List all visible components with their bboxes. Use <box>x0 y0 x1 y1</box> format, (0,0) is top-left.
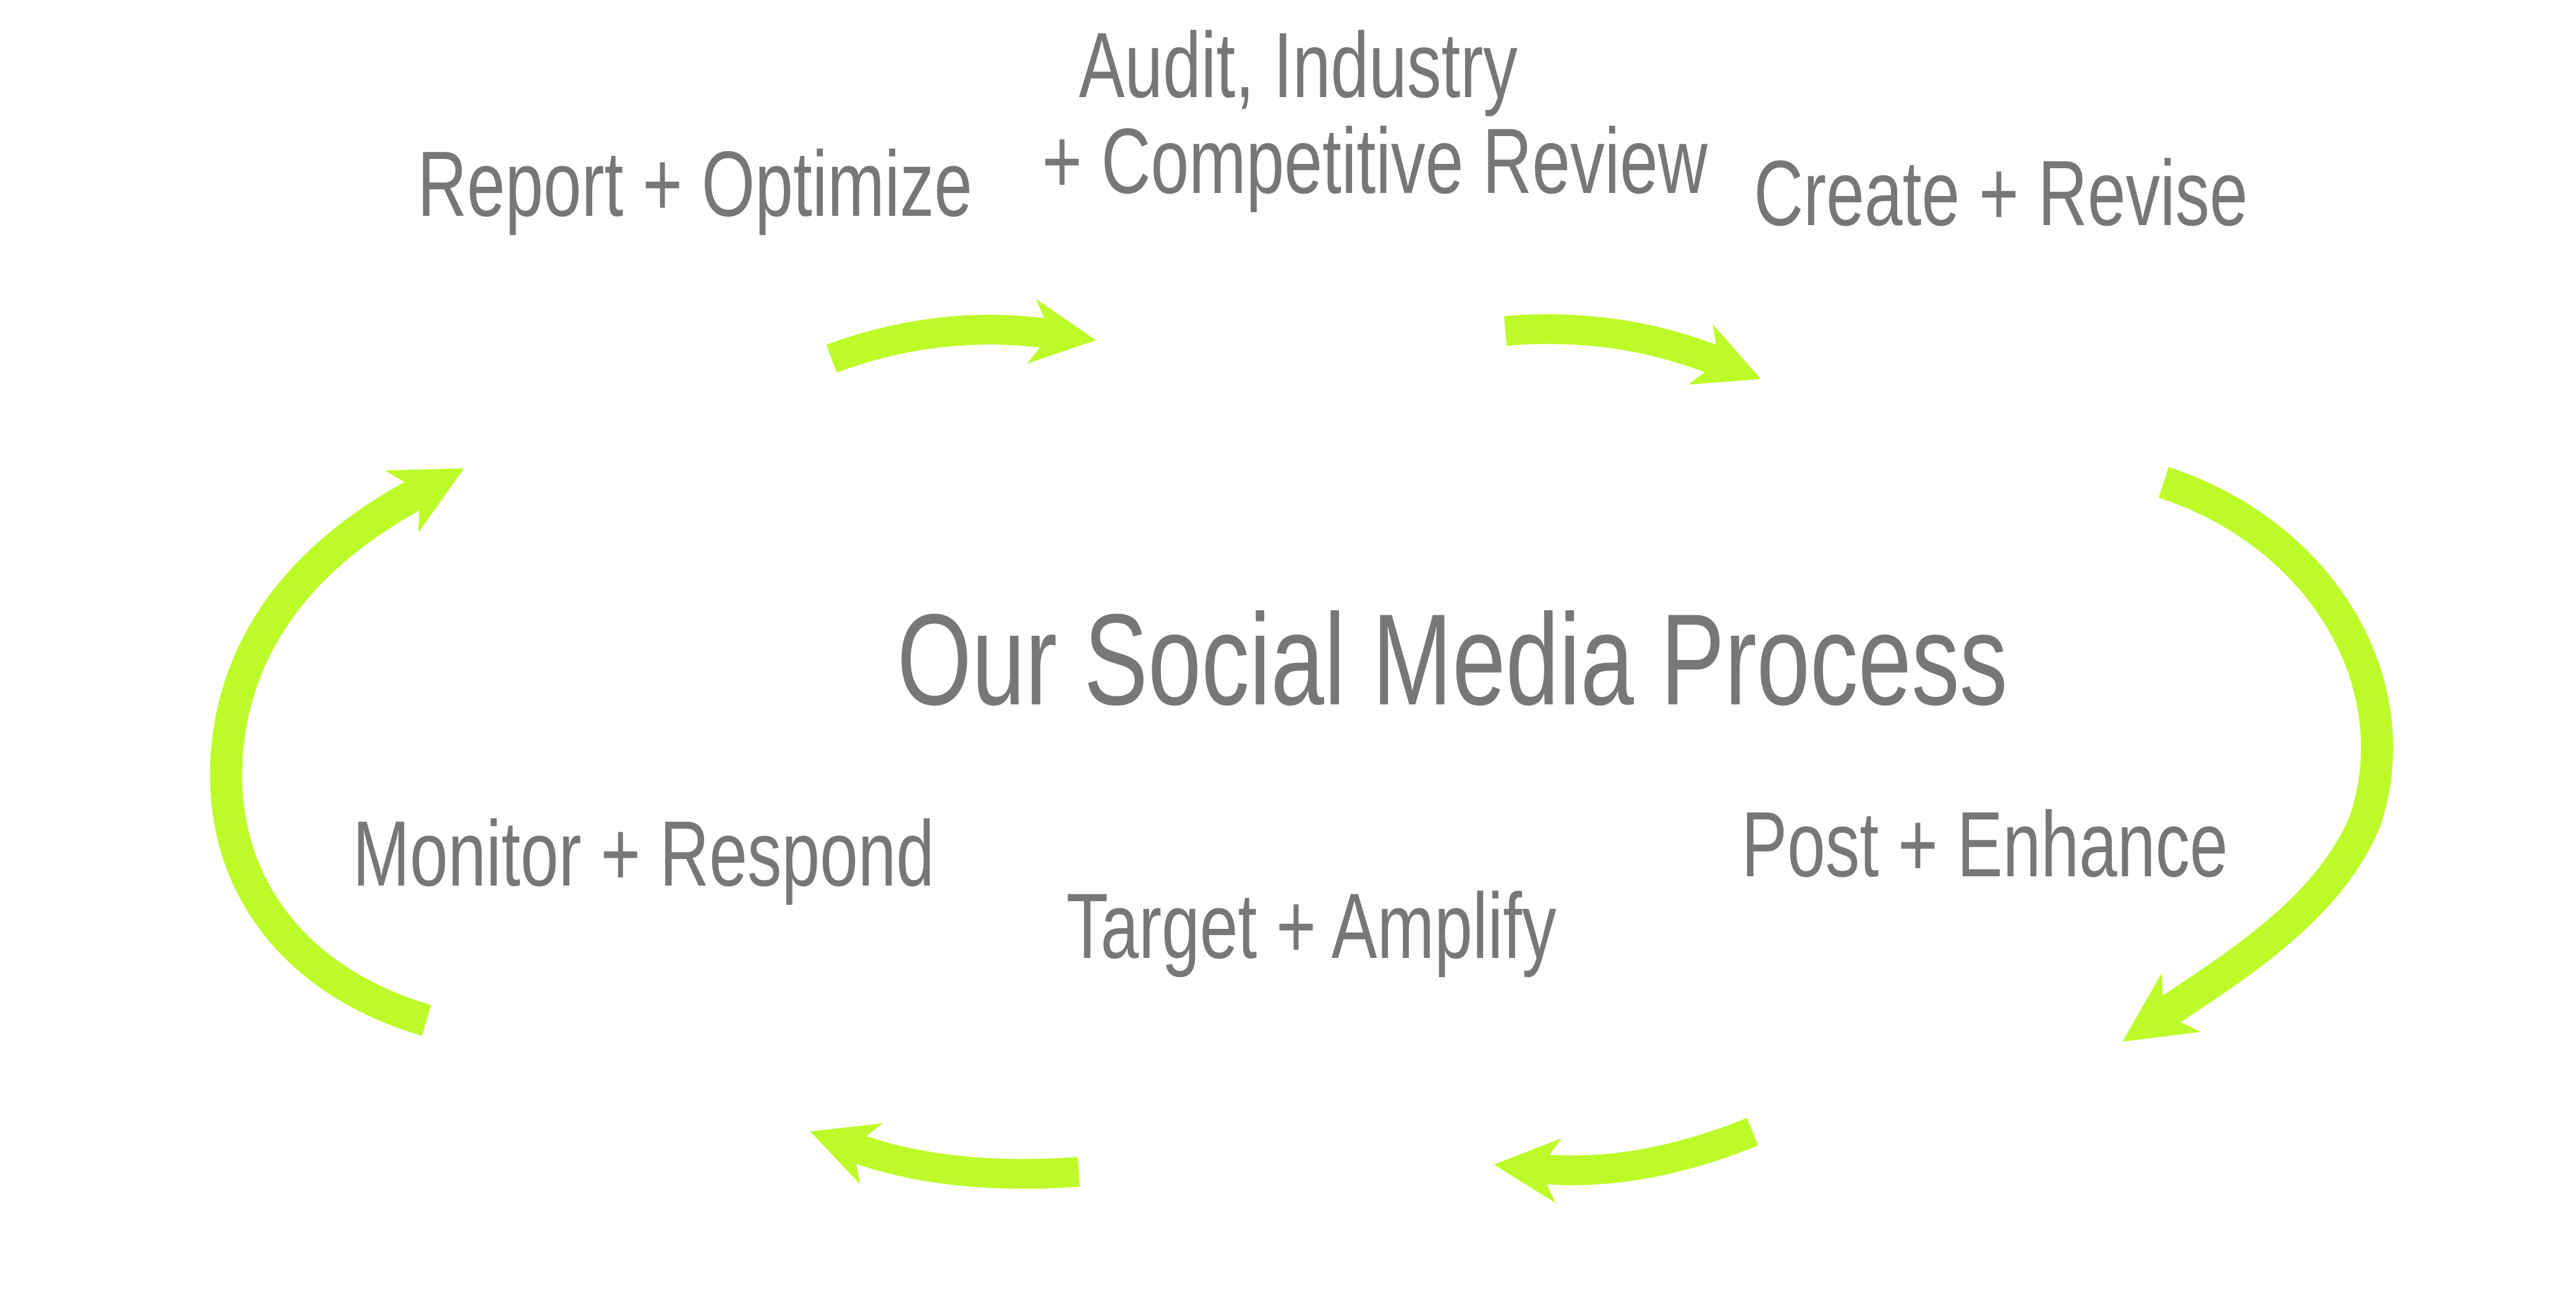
step-audit-review: Audit, Industry + Competitive Review <box>1042 13 1708 213</box>
arrow-post-to-target <box>1494 1117 1759 1203</box>
arrow-report-to-audit <box>826 299 1097 373</box>
diagram-title: Our Social Media Process <box>897 587 2008 732</box>
step-post-enhance: Post + Enhance <box>1741 792 2228 896</box>
arrow-monitor-to-report <box>210 468 464 1036</box>
arrow-audit-to-create <box>1504 314 1761 385</box>
step-target-amplify: Target + Amplify <box>1066 874 1557 978</box>
step-create-revise: Create + Revise <box>1754 141 2248 245</box>
step-monitor-respond: Monitor + Respond <box>352 801 935 905</box>
arrow-target-to-monitor <box>810 1123 1080 1189</box>
step-audit-review-line-1: Audit, Industry <box>1079 13 1518 117</box>
arrow-create-to-post <box>2122 467 2394 1042</box>
step-audit-review-line-2: + Competitive Review <box>1042 109 1708 213</box>
step-report-optimize: Report + Optimize <box>417 132 972 236</box>
